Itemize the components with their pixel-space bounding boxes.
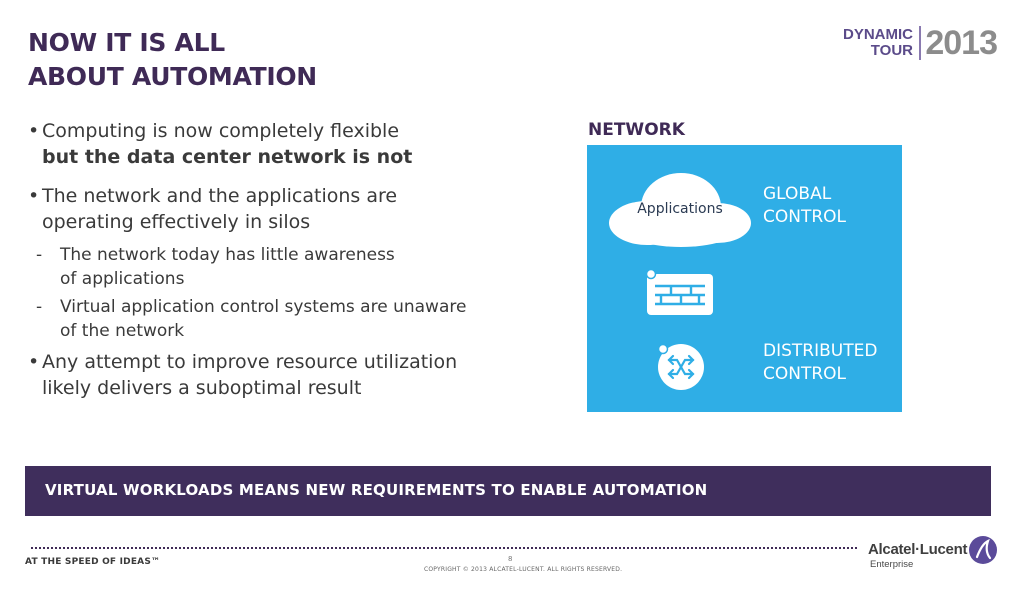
title-line-1: NOW IT IS ALL <box>28 28 225 57</box>
distributed-control-line-2: CONTROL <box>763 364 847 384</box>
switch-icon <box>655 341 705 391</box>
automation-banner: VIRTUAL WORKLOADS MEANS NEW REQUIREMENTS… <box>25 466 991 516</box>
bullet-text: The network and the applications are <box>42 185 398 207</box>
company-subtitle: Enterprise <box>870 559 914 570</box>
copyright-notice: COPYRIGHT © 2013 ALCATEL-LUCENT. ALL RIG… <box>424 566 623 573</box>
alcatel-lucent-swirl-icon <box>969 536 997 564</box>
sub-bullet-text: Virtual application control systems are … <box>60 297 467 317</box>
global-control-line-2: CONTROL <box>763 207 847 227</box>
bullet-silos: The network and the applications are ope… <box>28 183 508 235</box>
title-line-2: ABOUT AUTOMATION <box>28 62 317 91</box>
bullet-computing: Computing is now completely flexible but… <box>28 118 508 170</box>
dynamic-tour-wordmark: DYNAMIC TOUR <box>843 27 913 59</box>
sub-bullet-text: The network today has little awareness <box>60 245 395 265</box>
bullet-utilization: Any attempt to improve resource utilizat… <box>28 349 508 401</box>
bullet-text: Any attempt to improve resource utilizat… <box>42 351 458 373</box>
company-name: Alcatel·Lucent <box>868 541 968 558</box>
distributed-control-label: DISTRIBUTED CONTROL <box>763 340 877 386</box>
bullet-list: Computing is now completely flexible but… <box>28 118 508 414</box>
applications-label: Applications <box>637 201 723 217</box>
sub-bullet-text: of applications <box>60 269 185 289</box>
global-control-label: GLOBAL CONTROL <box>763 183 846 229</box>
sub-bullet-text: of the network <box>60 321 185 341</box>
logo-line-dynamic: DYNAMIC <box>843 26 913 43</box>
global-control-line-1: GLOBAL <box>763 184 832 204</box>
network-panel: Applications GLOBAL CONTROL <box>587 145 902 412</box>
sub-bullet-unaware: Virtual application control systems are … <box>36 295 508 343</box>
footer-dotted-divider <box>31 547 857 549</box>
footer-tagline: AT THE SPEED OF IDEAS™ <box>25 557 161 567</box>
distributed-control-line-1: DISTRIBUTED <box>763 341 878 361</box>
network-label: NETWORK <box>588 120 685 140</box>
firewall-icon <box>645 268 715 317</box>
dynamic-tour-logo: DYNAMIC TOUR 2013 <box>837 24 998 64</box>
slide-title: NOW IT IS ALL ABOUT AUTOMATION <box>28 26 317 94</box>
banner-text: VIRTUAL WORKLOADS MEANS NEW REQUIREMENTS… <box>45 481 708 499</box>
sub-bullet-awareness: The network today has little awareness o… <box>36 243 508 291</box>
page-number: 8 <box>508 555 513 563</box>
bullet-text: likely delivers a suboptimal result <box>42 377 362 399</box>
cloud-icon: Applications <box>607 167 753 249</box>
logo-separator <box>919 26 921 60</box>
bullet-text: Computing is now completely flexible <box>42 120 400 142</box>
logo-year: 2013 <box>925 24 998 62</box>
alcatel-lucent-logo: Alcatel·Lucent Enterprise <box>868 535 1003 575</box>
logo-line-tour: TOUR <box>870 42 913 59</box>
bullet-text: operating effectively in silos <box>42 211 311 233</box>
bullet-text-bold: but the data center network is not <box>42 146 413 168</box>
